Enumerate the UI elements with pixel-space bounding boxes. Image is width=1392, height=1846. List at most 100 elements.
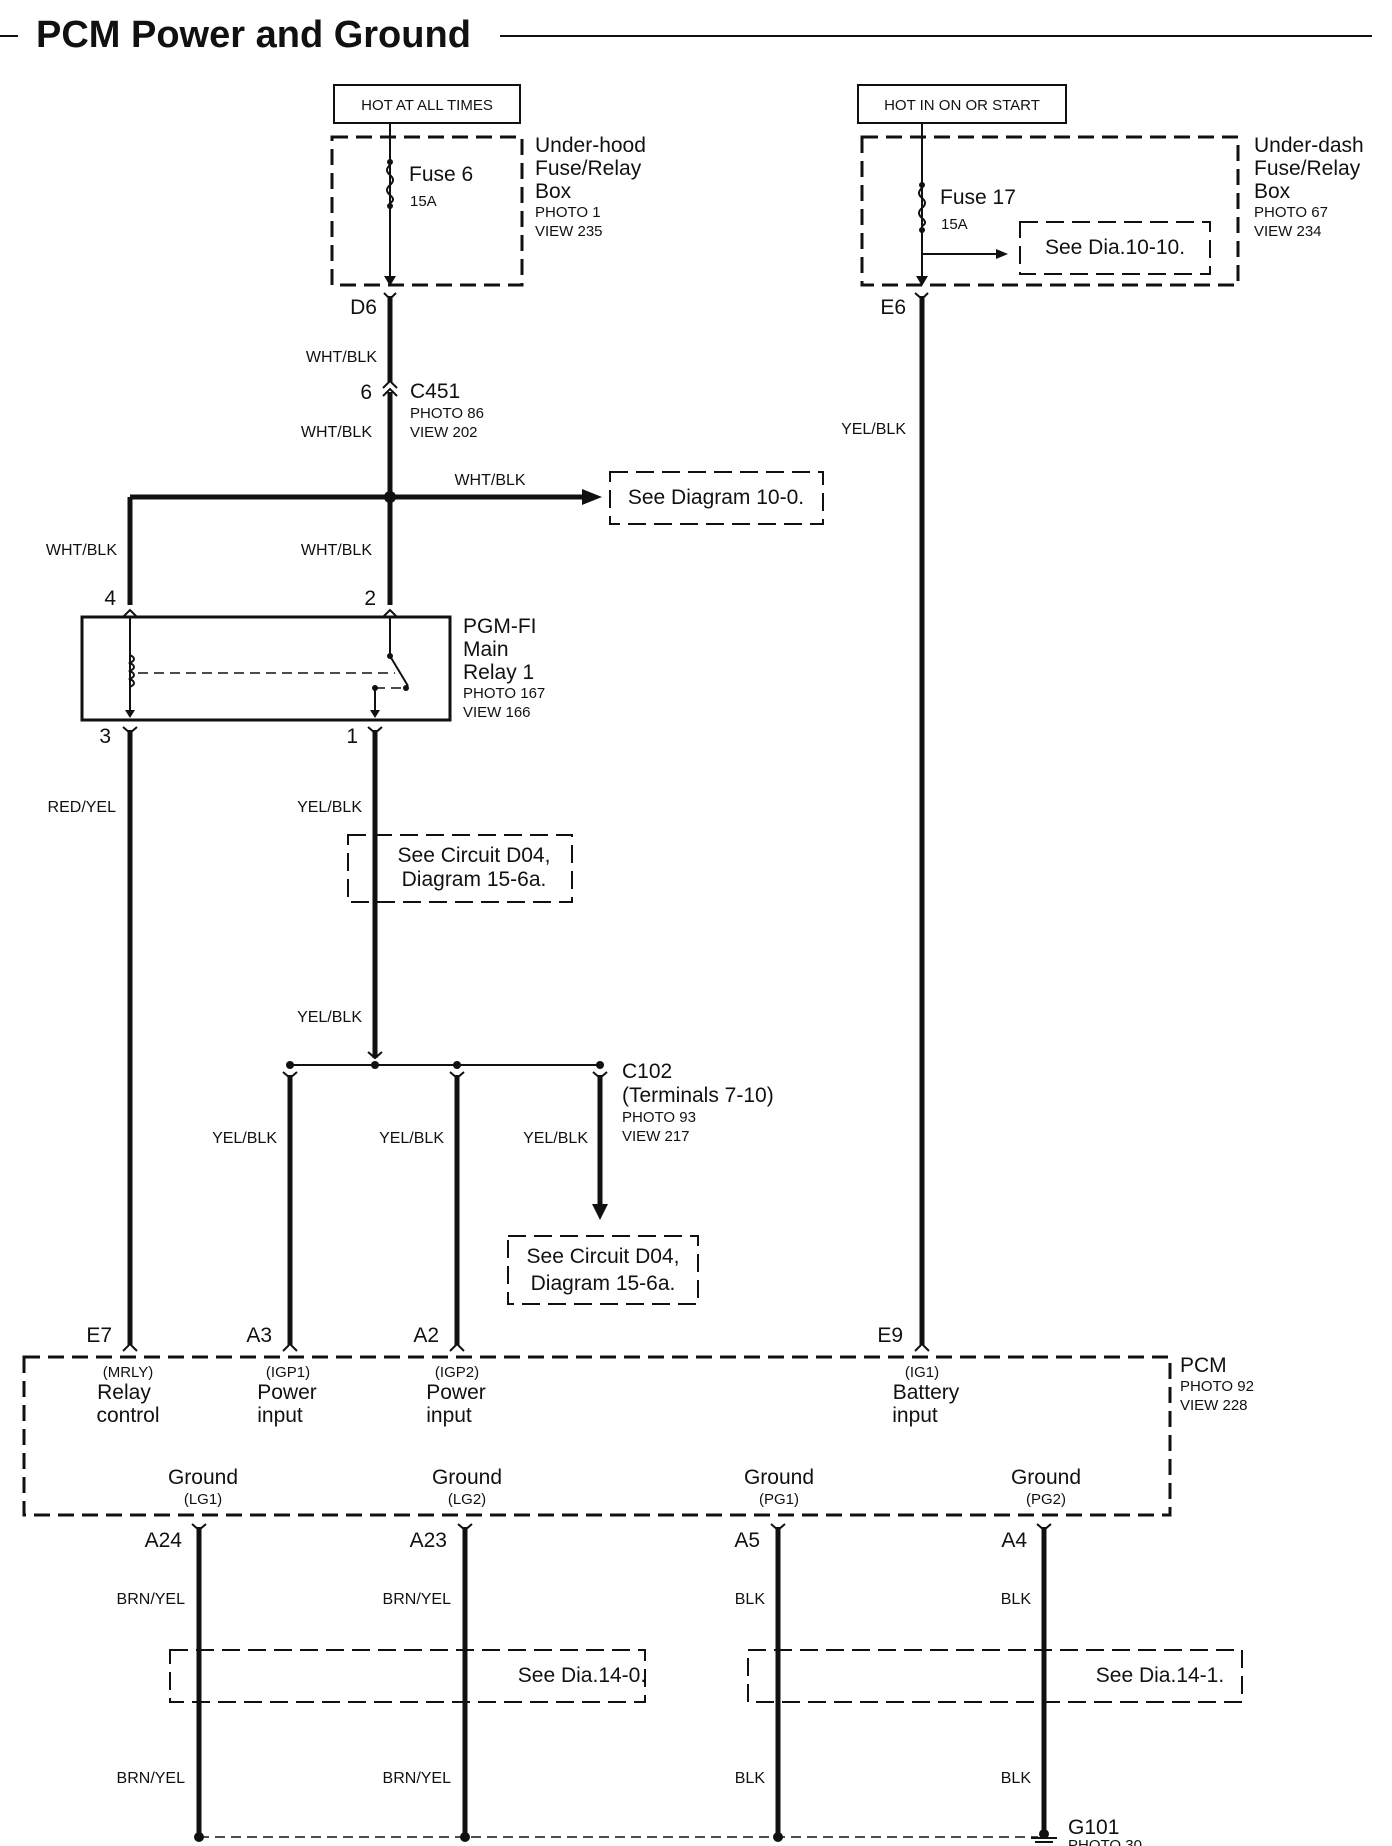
g101-dot-2 <box>460 1832 470 1842</box>
pcm-input-ig1-line1: Battery <box>893 1381 960 1404</box>
fuse-17-dot-bottom <box>919 227 925 233</box>
relay-coil-symbol <box>127 654 135 688</box>
diagram-10-0-ref-box <box>609 471 824 525</box>
hot-in-on-or-start-box <box>857 84 1067 124</box>
pcm-ground-pg1-label: Ground <box>744 1466 814 1489</box>
underdash-fuse-box <box>860 135 1240 287</box>
fuse-6-symbol <box>386 164 394 204</box>
pcm-ground-lg2-code: (LG2) <box>448 1491 486 1508</box>
pcm-e7-mark <box>122 1342 138 1352</box>
c102-view: VIEW 217 <box>622 1128 690 1145</box>
underhood-name-2: Fuse/Relay <box>535 157 642 180</box>
circuit-d04-ref-box-1 <box>347 834 573 903</box>
pcm-a2-mark <box>449 1342 465 1352</box>
pcm-e9-mark <box>914 1342 930 1352</box>
wire-label-yel-blk-4: YEL/BLK <box>379 1130 444 1147</box>
circuit-d04-ref-2-line1: See Circuit D04, <box>527 1245 680 1268</box>
pcm-input-igp1-line2: input <box>257 1404 303 1427</box>
relay-view: VIEW 166 <box>463 704 531 721</box>
c102-dot-4 <box>596 1061 604 1069</box>
wire-label-brn-yel-1: BRN/YEL <box>117 1591 186 1608</box>
pcm-input-igp2-line2: input <box>426 1404 472 1427</box>
terminal-e6: E6 <box>880 296 906 319</box>
relay-output-arrow <box>370 710 380 718</box>
pcm-view: VIEW 228 <box>1180 1397 1248 1414</box>
fuse-6-label: Fuse 6 <box>409 163 473 186</box>
c102-photo: PHOTO 93 <box>622 1109 696 1126</box>
wire-label-wht-blk-5: WHT/BLK <box>301 542 372 559</box>
terminal-d6: D6 <box>350 296 377 319</box>
g101-dot-4 <box>1039 1829 1049 1839</box>
pcm-ground-pg1-code: (PG1) <box>759 1491 799 1508</box>
pcm-pin-e9: E9 <box>877 1324 903 1347</box>
diagram-10-0-arrow <box>582 489 602 505</box>
fuse-17-amps: 15A <box>941 216 968 233</box>
c102-name: C102 <box>622 1060 672 1083</box>
pcm-input-ig1-line2: input <box>892 1404 938 1427</box>
diagram-10-0-ref: See Diagram 10-0. <box>628 486 804 509</box>
page-title: PCM Power and Ground <box>36 14 471 56</box>
relay-pin-4: 4 <box>104 587 116 610</box>
pcm-ground-lg2-label: Ground <box>432 1466 502 1489</box>
relay-pin-2: 2 <box>364 587 376 610</box>
underhood-name-1: Under-hood <box>535 134 646 157</box>
relay-pin-1: 1 <box>346 725 358 748</box>
underhood-view: VIEW 235 <box>535 223 603 240</box>
wire-label-yel-blk-6: YEL/BLK <box>841 421 906 438</box>
wire-label-wht-blk-2: WHT/BLK <box>301 424 372 441</box>
underhood-arrow <box>384 276 396 286</box>
wire-label-wht-blk-3: WHT/BLK <box>454 472 525 489</box>
pcm-input-igp1-line1: Power <box>257 1381 317 1404</box>
wire-label-yel-blk-5: YEL/BLK <box>523 1130 588 1147</box>
wire-label-blk-1: BLK <box>735 1591 766 1608</box>
underdash-photo: PHOTO 67 <box>1254 204 1328 221</box>
underdash-arrow <box>916 276 928 286</box>
fuse-6-amps: 15A <box>410 193 437 210</box>
pcm-input-mrly-line2: control <box>96 1404 159 1427</box>
g101-dot-3 <box>773 1832 783 1842</box>
wire-label-blk-2: BLK <box>1001 1591 1032 1608</box>
dia-10-10-ref: See Dia.10-10. <box>1045 236 1185 259</box>
relay-switch-arm <box>389 655 409 687</box>
c451-name: C451 <box>410 380 460 403</box>
hot-in-on-or-start-label: HOT IN ON OR START <box>884 97 1040 114</box>
g101-name: G101 <box>1068 1816 1119 1839</box>
circuit-d04-arrow <box>592 1204 608 1220</box>
circuit-d04-ref-box-2 <box>507 1235 699 1305</box>
dia-14-0-ref-box <box>169 1649 646 1703</box>
wire-label-yel-blk-3: YEL/BLK <box>212 1130 277 1147</box>
relay-photo: PHOTO 167 <box>463 685 545 702</box>
pcm-input-mrly-code: (MRLY) <box>103 1364 154 1381</box>
hot-at-all-times-label: HOT AT ALL TIMES <box>361 97 493 114</box>
relay-pin-4-mark <box>122 608 138 618</box>
underdash-name-1: Under-dash <box>1254 134 1364 157</box>
dia-14-1-ref: See Dia.14-1. <box>1096 1664 1224 1687</box>
relay-coil-arrow <box>125 710 135 718</box>
wire-label-wht-blk-1: WHT/BLK <box>306 349 377 366</box>
pcm-pin-a2: A2 <box>413 1324 439 1347</box>
pcm-input-ig1-code: (IG1) <box>905 1364 939 1381</box>
pcm-pin-a23: A23 <box>410 1529 447 1552</box>
pcm-name: PCM <box>1180 1354 1227 1377</box>
relay-name-1: PGM-FI <box>463 615 537 638</box>
pcm-ground-lg1-label: Ground <box>168 1466 238 1489</box>
pcm-a3-mark <box>282 1342 298 1352</box>
pcm-ground-pg2-label: Ground <box>1011 1466 1081 1489</box>
dia-14-1-ref-box <box>747 1649 1243 1703</box>
pcm-input-igp1-code: (IGP1) <box>266 1364 310 1381</box>
relay-pin-3: 3 <box>99 725 111 748</box>
fuse-17-label: Fuse 17 <box>940 186 1016 209</box>
wire-label-blk-4: BLK <box>1001 1770 1032 1787</box>
c102-main-mark <box>367 1051 383 1060</box>
pcm-input-igp2-code: (IGP2) <box>435 1364 479 1381</box>
fuse-6-dot-bottom <box>387 203 393 209</box>
wire-label-yel-blk-1: YEL/BLK <box>297 799 362 816</box>
circuit-d04-ref-1-line1: See Circuit D04, <box>398 844 551 867</box>
fuse-6-dot-top <box>387 159 393 165</box>
c451-mark-upper <box>382 379 398 389</box>
pcm-photo: PHOTO 92 <box>1180 1378 1254 1395</box>
circuit-d04-ref-1-line2: Diagram 15-6a. <box>402 868 547 891</box>
pcm-pin-e7: E7 <box>86 1324 112 1347</box>
pcm-pin-a3: A3 <box>246 1324 272 1347</box>
